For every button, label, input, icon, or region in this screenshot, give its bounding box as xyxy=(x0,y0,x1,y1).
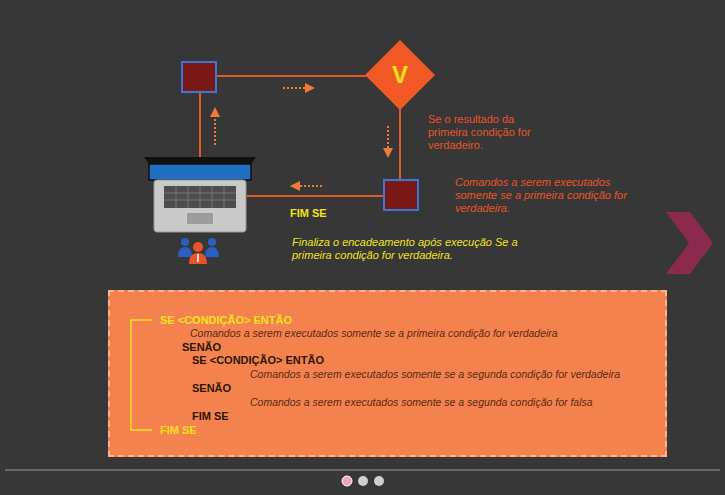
end-if-label: FIM SE xyxy=(290,207,327,220)
code-line: SENÃO xyxy=(182,341,221,354)
next-chevron xyxy=(666,212,713,274)
page-dot xyxy=(358,476,368,486)
decision-diamond: V xyxy=(365,40,435,110)
code-line: FIM SE xyxy=(160,424,197,437)
code-line: SENÃO xyxy=(192,382,231,395)
code-line: Comandos a serem executados somente se a… xyxy=(250,368,620,381)
command-square xyxy=(384,180,418,210)
footer-rule xyxy=(5,470,720,471)
command-square xyxy=(182,62,216,92)
code-line: SE <CONDIÇÃO> ENTÃO xyxy=(160,314,292,327)
code-panel: SE <CONDIÇÃO> ENTÃOComandos a serem exec… xyxy=(108,290,667,457)
decision-letter: V xyxy=(392,61,408,89)
end-note: Finaliza o encadeamento após execução Se… xyxy=(292,236,544,262)
code-bracket xyxy=(131,320,152,430)
code-line: Comandos a serem executados somente se a… xyxy=(190,327,558,340)
commands-note: Comandos a serem executados somente se a… xyxy=(455,176,651,215)
condition-note: Se o resultado da primeira condição for … xyxy=(428,113,540,152)
laptop-icon xyxy=(144,157,256,232)
page-dot xyxy=(342,476,352,486)
code-line: SE <CONDIÇÃO> ENTÃO xyxy=(192,354,324,367)
people-icon xyxy=(178,238,219,264)
diamond-outline xyxy=(365,40,435,110)
code-panel-fill xyxy=(108,290,667,457)
page-dot xyxy=(374,476,384,486)
code-line: FIM SE xyxy=(192,410,229,423)
code-line: Comandos a serem executados somente se a… xyxy=(250,396,593,409)
